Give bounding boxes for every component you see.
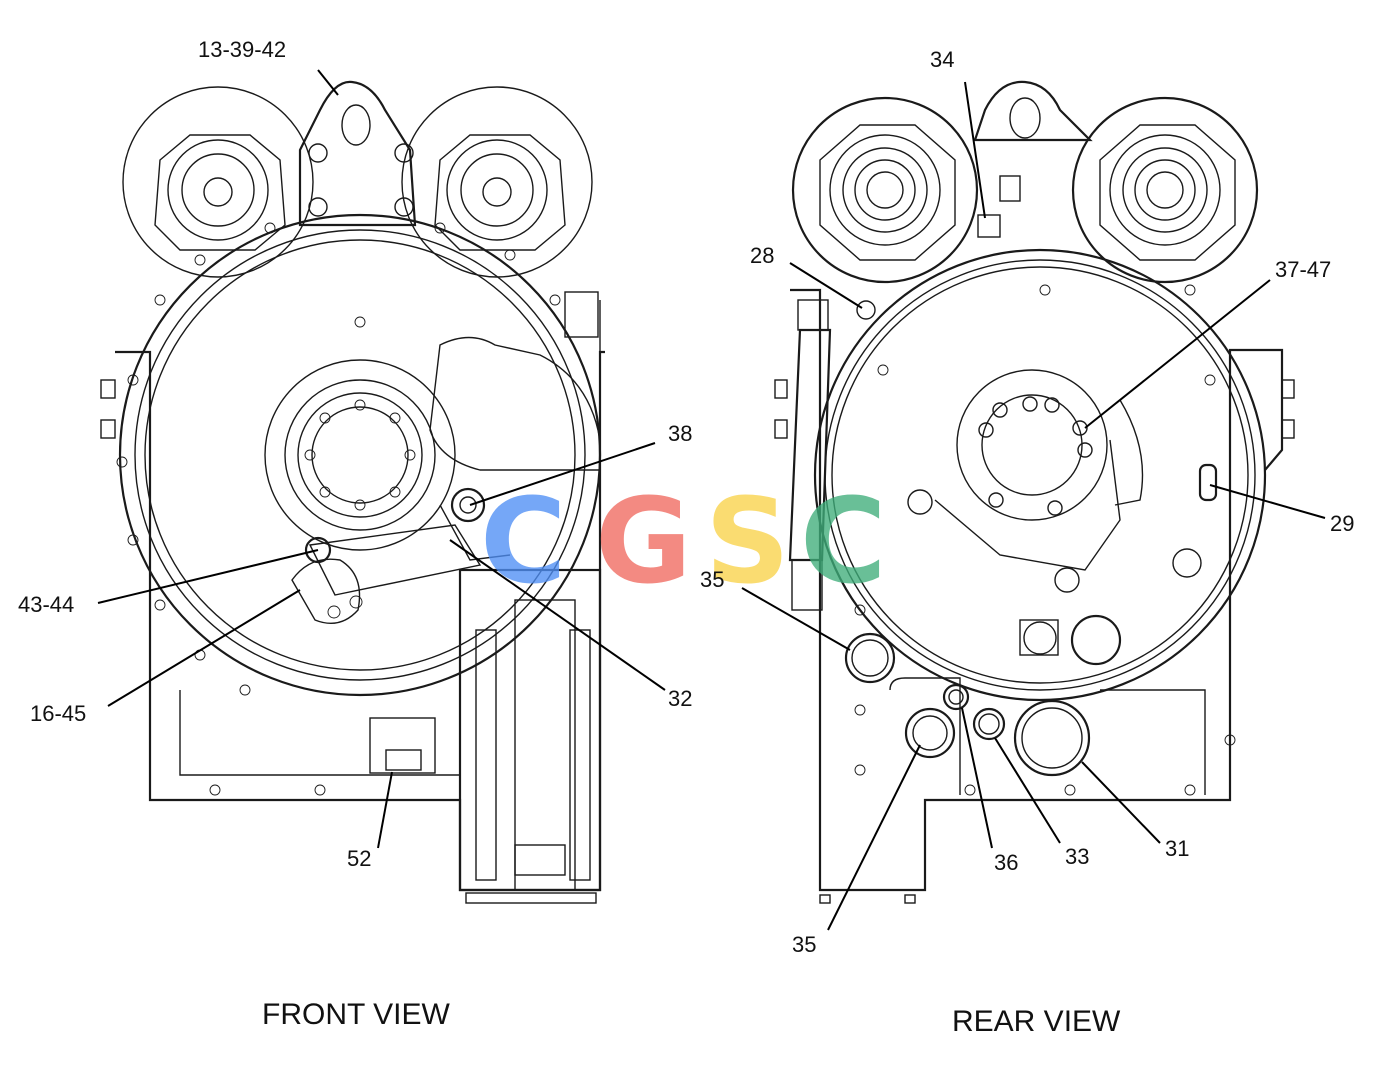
watermark-letter: C <box>480 472 567 610</box>
watermark-letter: C <box>800 472 887 610</box>
front-view-title: FRONT VIEW <box>262 998 450 1031</box>
callout-32: 32 <box>668 686 692 711</box>
callout-36: 36 <box>994 850 1018 875</box>
callout-35-lower: 35 <box>792 932 816 957</box>
callout-labels: 13-39-42 38 43-44 16-45 32 52 34 28 37-4… <box>18 37 1354 957</box>
watermark: C G S C <box>480 472 887 610</box>
callout-28: 28 <box>750 243 774 268</box>
rear-view-title: REAR VIEW <box>952 1005 1121 1038</box>
callout-43-44: 43-44 <box>18 592 74 617</box>
callout-38: 38 <box>668 421 692 446</box>
callout-33: 33 <box>1065 844 1089 869</box>
callout-34: 34 <box>930 47 954 72</box>
callout-52: 52 <box>347 846 371 871</box>
front-view-drawing <box>100 80 605 904</box>
leader-lines <box>97 69 1326 931</box>
callout-13-39-42: 13-39-42 <box>198 37 286 62</box>
rear-view-drawing <box>774 80 1295 904</box>
callout-31: 31 <box>1165 836 1189 861</box>
watermark-letter: G <box>595 472 692 610</box>
watermark-letter: S <box>705 472 790 610</box>
callout-29: 29 <box>1330 511 1354 536</box>
callout-16-45: 16-45 <box>30 701 86 726</box>
callout-37-47: 37-47 <box>1275 257 1331 282</box>
callout-35-upper: 35 <box>700 567 724 592</box>
